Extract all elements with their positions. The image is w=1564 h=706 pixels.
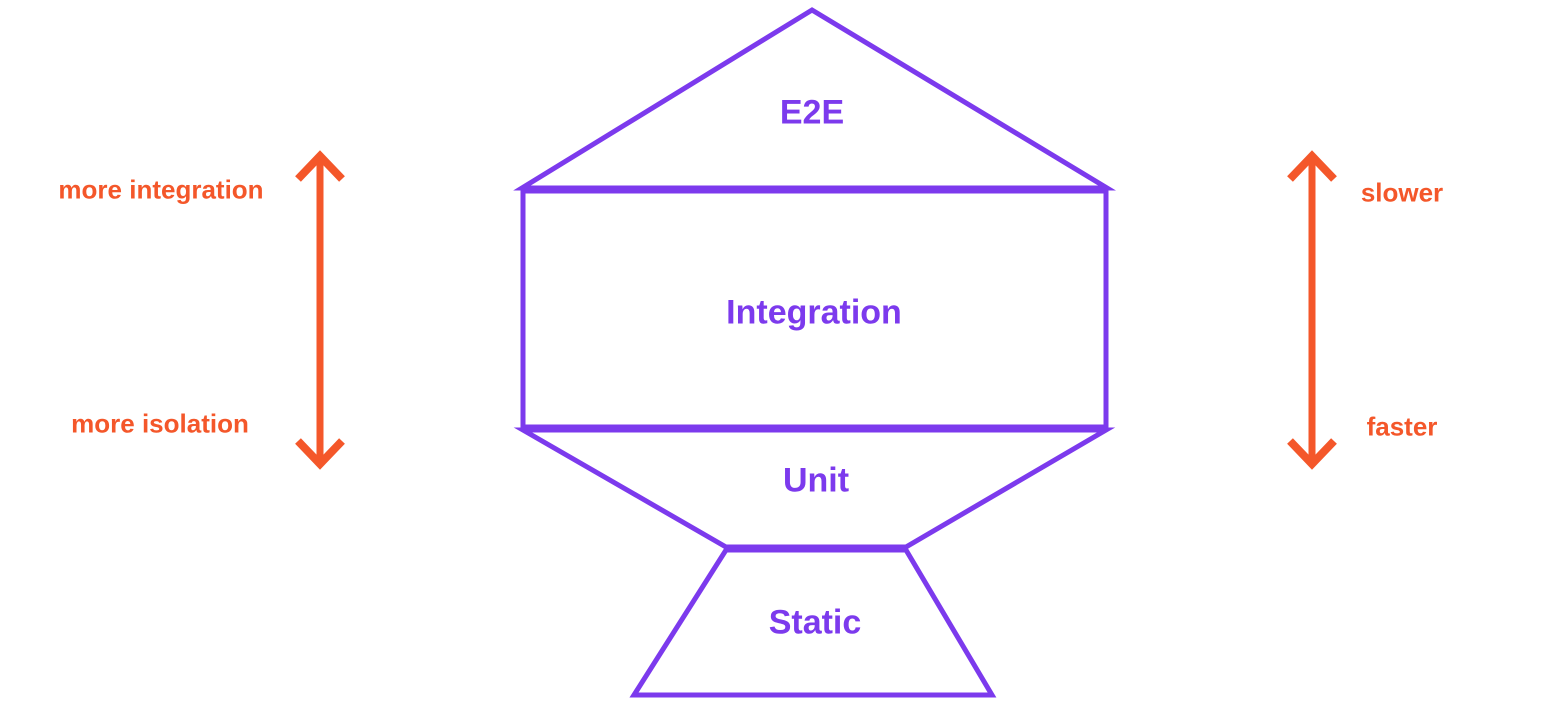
integration-rectangle-shape [520,188,1109,430]
e2e-triangle-shape [513,7,1116,191]
left-double-arrow-icon [295,150,345,470]
slower-label: slower [1360,177,1444,208]
more-integration-label: more integration [58,174,264,205]
unit-trapezoid-shape [513,427,1116,550]
right-double-arrow-icon [1287,150,1337,470]
integration-level-label: Integration [726,293,902,332]
unit-level-label: Unit [782,461,850,500]
more-isolation-label: more isolation [71,408,249,439]
e2e-level-label: E2E [779,93,845,132]
static-level-label: Static [768,603,862,642]
static-trapezoid-shape [629,547,997,698]
faster-label: faster [1366,411,1438,442]
